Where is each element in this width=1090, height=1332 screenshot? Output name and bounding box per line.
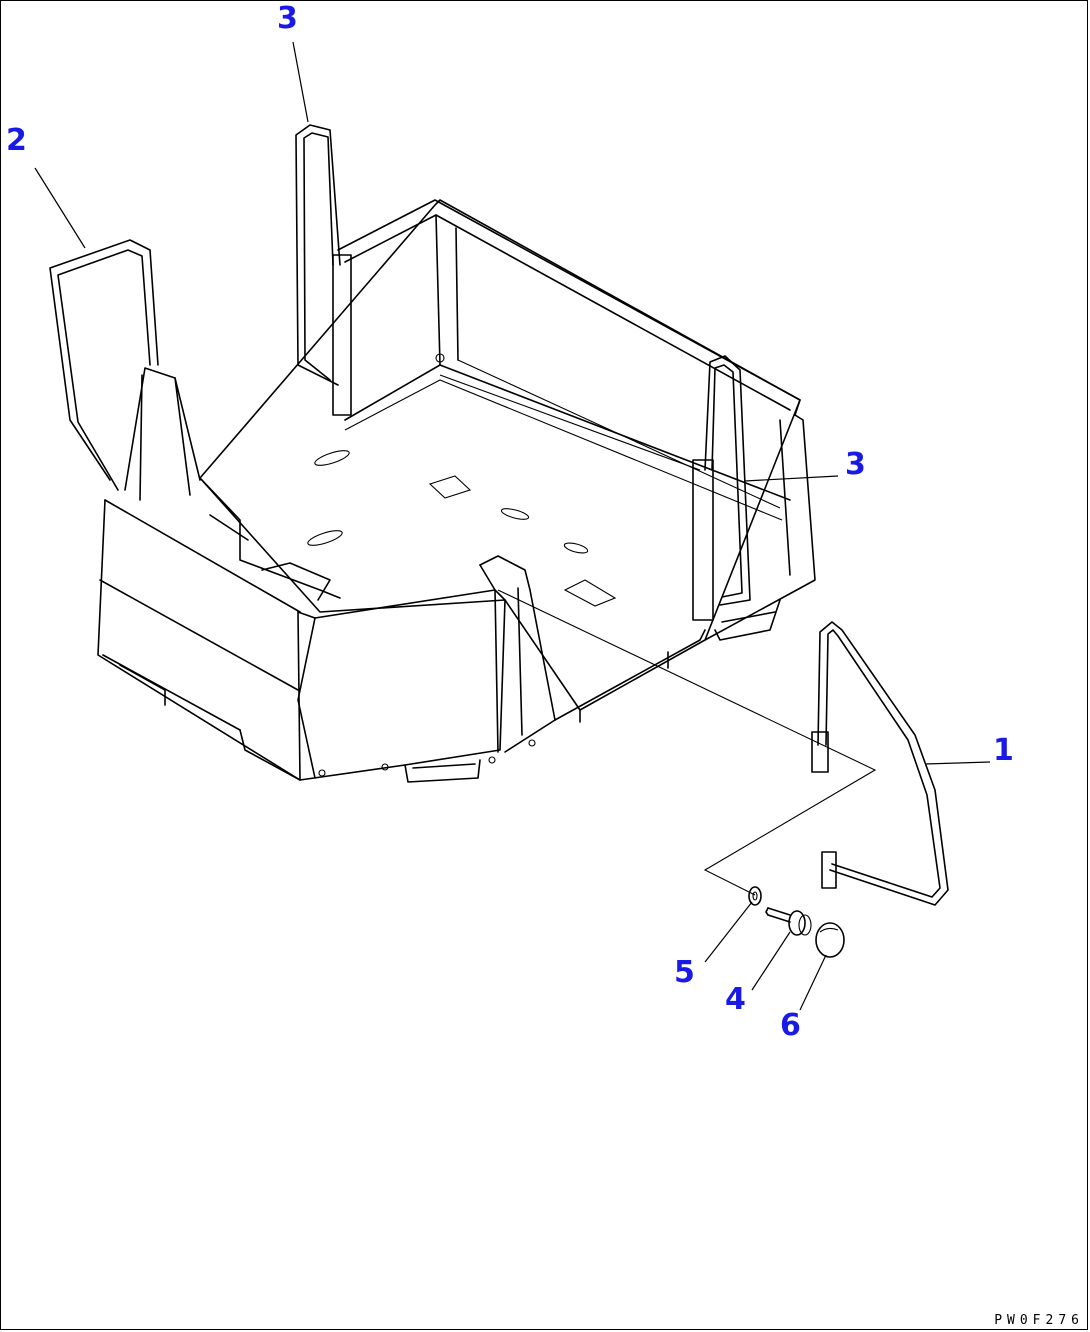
callout-3-top: 3	[277, 1, 298, 36]
washer-5	[748, 886, 762, 906]
cap-6	[815, 922, 845, 958]
handrail-2	[49, 239, 159, 491]
callout-2: 2	[6, 123, 27, 158]
explode-line	[497, 589, 877, 896]
callout-5: 5	[674, 955, 695, 990]
drawing-code: PW0F276	[994, 1313, 1084, 1328]
callout-1: 1	[993, 733, 1014, 768]
platform-body	[97, 199, 816, 783]
callout-leaders	[34, 41, 991, 1011]
callout-4: 4	[725, 982, 746, 1017]
handrail-3-right	[692, 355, 751, 621]
handrail-1	[811, 621, 949, 906]
handrail-3-top	[295, 124, 352, 416]
bolt-4	[765, 907, 812, 936]
callout-3-right: 3	[845, 447, 866, 482]
callout-6: 6	[780, 1008, 801, 1043]
